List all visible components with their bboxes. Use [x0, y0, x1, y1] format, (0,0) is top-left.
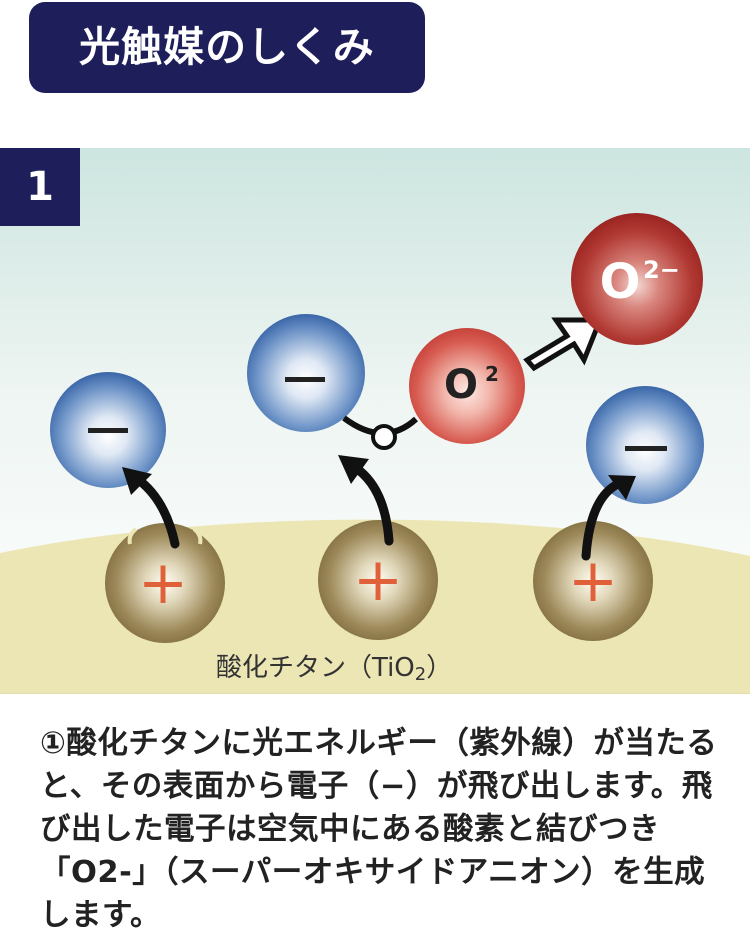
- surface-label: 酸化チタン（TiO2）: [216, 653, 452, 685]
- hole-left: [105, 523, 225, 643]
- excitation-arrow-center: [338, 455, 394, 546]
- hole-right: [533, 521, 653, 641]
- photocatalyst-diagram: + + + O 2 O 2− 酸化チ: [0, 148, 750, 694]
- electron-left: [50, 372, 166, 488]
- svg-text:O: O: [444, 362, 478, 408]
- page-title: 光触媒のしくみ: [29, 2, 425, 93]
- hole-plus-center: +: [353, 545, 403, 615]
- superoxide-anion: O 2−: [571, 213, 703, 345]
- hole-center: [318, 520, 438, 640]
- description-text: ①酸化チタンに光エネルギー（紫外線）が当たると、その表面から電子（−）が飛び出し…: [40, 726, 718, 933]
- electron-right: [586, 386, 704, 504]
- reaction-arrow: [523, 317, 604, 372]
- oxygen-molecule: O 2: [409, 328, 525, 444]
- excitation-arrow-left: [122, 467, 180, 549]
- step-number-badge: 1: [0, 148, 80, 226]
- svg-text:2: 2: [485, 362, 499, 386]
- electron-center: [247, 314, 365, 432]
- bond-node: [371, 424, 397, 450]
- excitation-arrow-right: [581, 475, 636, 561]
- hole-plus-left: +: [138, 548, 188, 618]
- svg-text:O: O: [600, 254, 641, 310]
- svg-text:2−: 2−: [643, 256, 680, 284]
- hole-plus-right: +: [568, 546, 618, 616]
